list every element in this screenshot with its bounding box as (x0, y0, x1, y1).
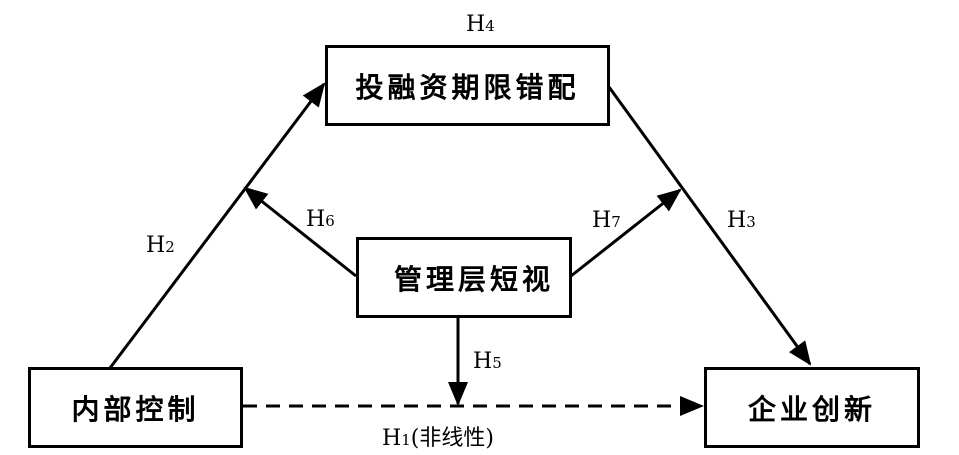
edge-h6 (243, 186, 357, 278)
node-label: 内部控制 (71, 392, 200, 426)
node-enterprise-innovation: 企业创新 (704, 367, 920, 448)
node-label: 企业创新 (747, 392, 876, 426)
label-h1: H1(非线性) (382, 426, 494, 451)
edge-h7 (570, 188, 682, 278)
node-label: 管理层短视 (393, 262, 554, 296)
label-h7: H7 (592, 208, 621, 233)
node-internal-control: 内部控制 (28, 367, 243, 448)
edge-h3 (607, 86, 812, 366)
label-h3: H3 (727, 208, 756, 233)
node-label: 投融资期限错配 (355, 70, 580, 104)
node-managerial-myopia: 管理层短视 (356, 237, 572, 318)
label-h5: H5 (473, 349, 502, 374)
edge-h2 (108, 82, 326, 369)
label-h2: H2 (146, 233, 175, 258)
node-financing-maturity-mismatch: 投融资期限错配 (325, 45, 610, 126)
label-h4: H4 (466, 12, 495, 37)
label-h6: H6 (306, 207, 335, 232)
